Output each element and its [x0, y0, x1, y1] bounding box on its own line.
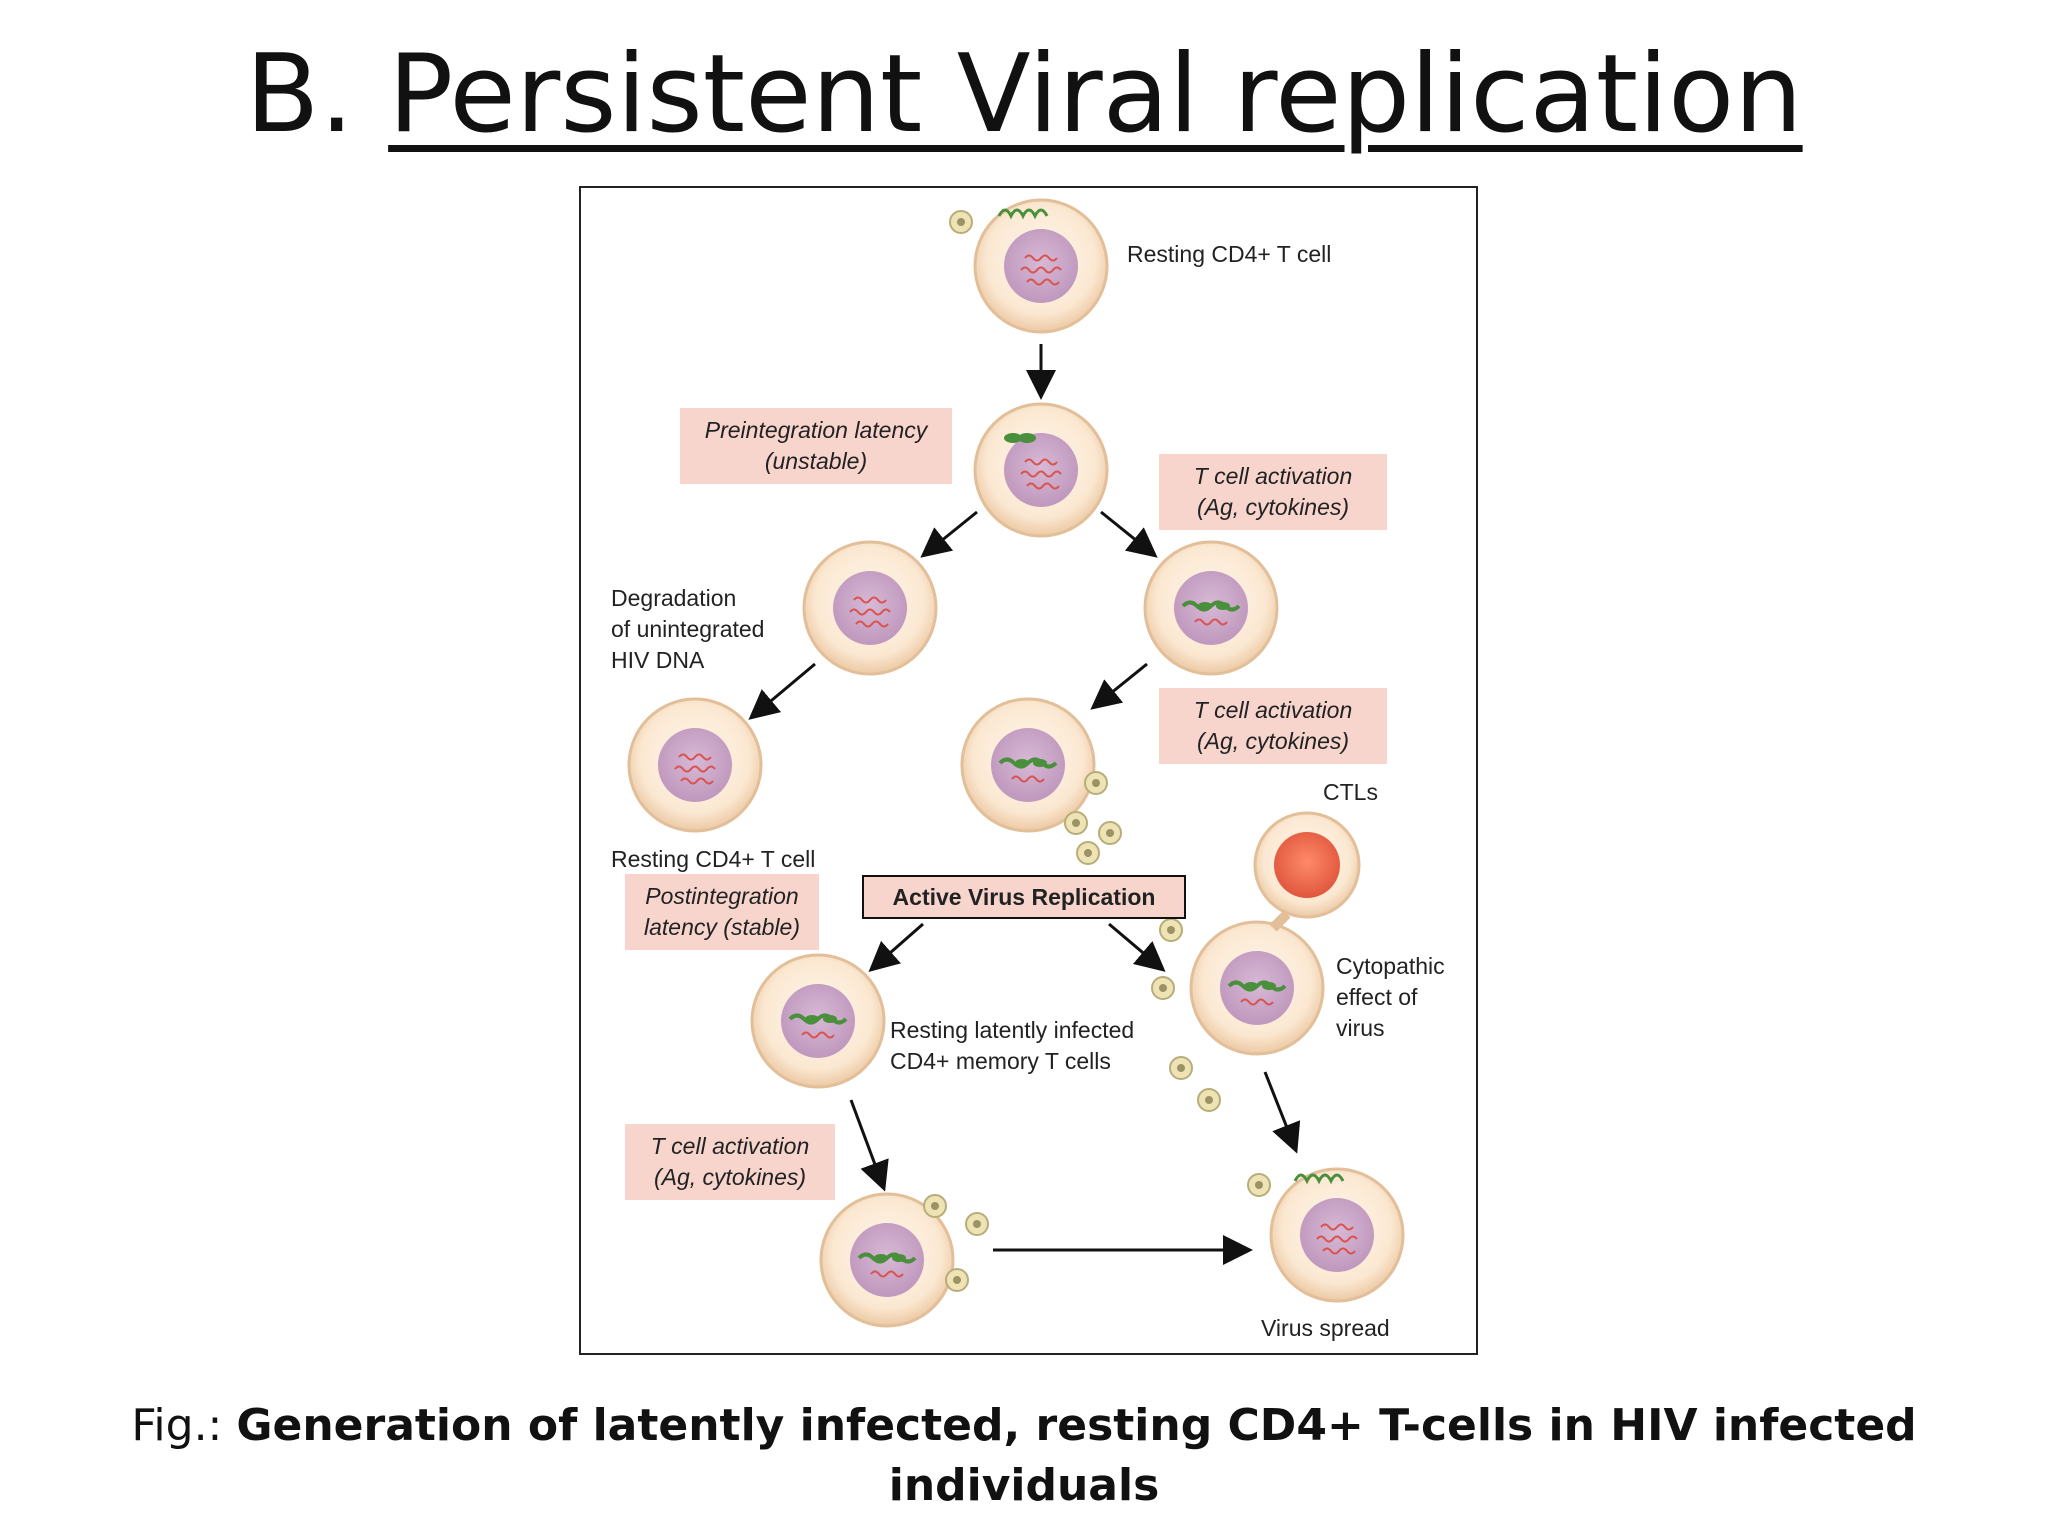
- degrading-cell: [802, 540, 938, 676]
- resting-cd4-cell-left: [627, 697, 763, 833]
- postintegration-box: [625, 874, 819, 950]
- label-degradation-1: Degradation: [611, 585, 736, 611]
- figure-caption: Fig.: Generation of latently infected, r…: [0, 1396, 2048, 1516]
- label-ctls: CTLs: [1323, 779, 1378, 805]
- label-active-replication: Active Virus Replication: [893, 884, 1156, 910]
- virus-spread-cell: [1247, 1167, 1405, 1303]
- label-activation-3b: (Ag, cytokines): [654, 1164, 806, 1190]
- hiv-latency-diagram: Resting CD4+ T cell Preintegration laten…: [611, 198, 1445, 1341]
- title-main: Persistent Viral replication: [388, 32, 1803, 157]
- label-cytopathic-1: Cytopathic: [1336, 953, 1445, 979]
- label-virus-spread: Virus spread: [1261, 1315, 1390, 1341]
- label-preintegration-1: Preintegration latency: [705, 417, 929, 443]
- label-activation-2b: (Ag, cytokines): [1197, 728, 1349, 754]
- title-prefix: B.: [245, 32, 389, 157]
- cytopathic-cell: [1151, 918, 1325, 1112]
- label-cytopathic-3: virus: [1336, 1015, 1385, 1041]
- label-degradation-2: of unintegrated: [611, 616, 764, 642]
- figure-frame: Resting CD4+ T cell Preintegration laten…: [579, 186, 1478, 1355]
- label-activation-3a: T cell activation: [651, 1133, 810, 1159]
- label-resting-left: Resting CD4+ T cell: [611, 846, 815, 872]
- arrow-to-resting: [748, 662, 816, 720]
- preintegration-box: [680, 408, 952, 484]
- caption-text: Generation of latently infected, resting…: [236, 1400, 1917, 1511]
- label-degradation-3: HIV DNA: [611, 647, 705, 673]
- label-postintegration-1: Postintegration: [645, 883, 798, 909]
- resting-cd4-cell-top: [949, 198, 1109, 334]
- latent-memory-cell: [750, 953, 886, 1089]
- label-latent-2: CD4+ memory T cells: [890, 1048, 1111, 1074]
- arrow-latent-to-reactivated: [849, 1099, 889, 1192]
- label-latent-1: Resting latently infected: [890, 1017, 1134, 1043]
- label-preintegration-2: (unstable): [765, 448, 867, 474]
- arrow-to-latent: [868, 922, 924, 972]
- arrow-to-degradation: [920, 510, 978, 558]
- label-postintegration-2: latency (stable): [644, 914, 800, 940]
- virus-producing-cell: [960, 697, 1122, 865]
- arrow-to-production: [1090, 662, 1148, 710]
- activation-box-2: [1159, 688, 1387, 764]
- reactivated-cell: [819, 1192, 989, 1328]
- ctl-contact: [1269, 910, 1291, 932]
- label-activation-1a: T cell activation: [1194, 463, 1353, 489]
- slide-title: B. Persistent Viral replication: [0, 30, 2048, 160]
- label-resting-top: Resting CD4+ T cell: [1127, 241, 1331, 267]
- active-replication-box: [862, 875, 1186, 919]
- label-activation-2a: T cell activation: [1194, 697, 1353, 723]
- caption-prefix: Fig.:: [131, 1400, 237, 1451]
- label-activation-1b: (Ag, cytokines): [1197, 494, 1349, 520]
- activation-box-1: [1159, 454, 1387, 530]
- arrow-to-cytopathic: [1108, 922, 1166, 972]
- ctl-cell: [1253, 811, 1361, 919]
- flow-arrows: [748, 344, 1301, 1265]
- arrow-to-activation: [1100, 510, 1158, 558]
- arrow-to-spread: [1263, 1071, 1301, 1154]
- preintegration-cell: [973, 402, 1109, 538]
- activated-integrated-cell: [1143, 540, 1279, 676]
- label-cytopathic-2: effect of: [1336, 984, 1418, 1010]
- activation-box-3: [625, 1124, 835, 1200]
